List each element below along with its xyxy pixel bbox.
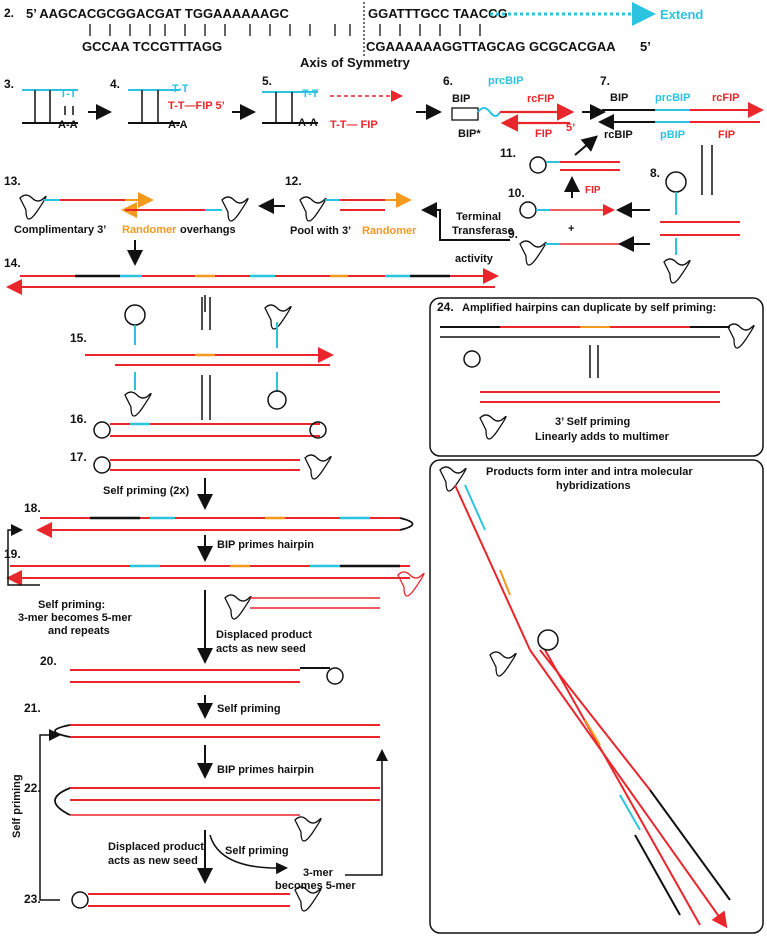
plus-label: + [568, 223, 574, 235]
step-number-7: 8. [650, 166, 660, 180]
step-number-16: 17. [70, 450, 87, 464]
top-strand-seq-b: GGATTTGCC TAACCG [368, 6, 508, 21]
step-number-19: 20. [40, 654, 57, 668]
step-13-multimer: 14. [4, 256, 499, 312]
pbip-label: pBIP [660, 129, 685, 141]
step-number-8: 9. [508, 227, 518, 241]
self-priming-label-21: Self priming [225, 845, 289, 857]
complimentary-label: Complimentary 3’ [14, 224, 106, 236]
fip-label: FIP [585, 185, 601, 196]
aa-label: A-A [168, 119, 188, 131]
self-priming-vertical-label: Self priming [11, 774, 23, 838]
pool-label: Pool with 3’ [290, 225, 351, 237]
fip-label: FIP [535, 128, 552, 140]
bottom-strand-seq-b: CGAAAAAAGGTTAGCAG GCGCACGAA [366, 39, 616, 54]
self-priming-label-19: Self priming [217, 703, 281, 715]
randomer-label: Randomer [362, 225, 417, 237]
terminal-label: Terminal [456, 211, 501, 223]
self-priming-colon-label: Self priming: [38, 599, 105, 611]
rcfip-label: rcFIP [712, 92, 740, 104]
box-23: 24. Amplified hairpins can duplicate by … [429, 297, 764, 457]
bip-label: BIP [452, 93, 470, 105]
axis-of-symmetry-label: Axis of Symmetry [300, 55, 411, 70]
bottom-strand-5prime: 5’ [640, 39, 651, 54]
three-mer-label: 3-mer [303, 867, 334, 879]
top-strand-seq-a: 5’ AAGCACGCGGACGAT TGGAAAAAAGC [26, 6, 290, 21]
step-number-3: 4. [110, 77, 120, 91]
steps-2-6: 3. T-T A-A 4. T-T T-T—FIP 5’ A-A 5. T-T … [4, 74, 764, 141]
step-number-5: 6. [443, 74, 453, 88]
fip-label: FIP [718, 129, 735, 141]
tt-label: T-T [172, 83, 189, 95]
rcfip-label: rcFIP [527, 93, 555, 105]
box23-label-a: 3’ Self priming [555, 416, 630, 428]
prcbip-label: prcBIP [655, 92, 690, 104]
step-number-14: 15. [70, 331, 87, 345]
step-number-10: 11. [500, 146, 516, 160]
step-number-4: 5. [262, 74, 272, 88]
box23-label-b: Linearly adds to multimer [535, 431, 670, 443]
extend-label: Extend [660, 7, 703, 22]
randomer-label-2: Randomer [122, 224, 177, 236]
displaced-product-label-21: Displaced product [108, 841, 204, 853]
tt-label: T-T [60, 88, 77, 100]
three-mer-five-mer-label: 3-mer becomes 5-mer [18, 612, 132, 624]
bip-label: BIP [610, 92, 628, 104]
steps-14-22: 15. 16. 17. Self priming (2x) 18. [4, 297, 425, 912]
box24-title-b: hybridizations [556, 480, 631, 492]
step-number-9: 10. [508, 186, 525, 200]
displaced-product-label: Displaced product [216, 629, 312, 641]
step-number-12: 13. [4, 174, 21, 188]
step-number-15: 16. [70, 412, 87, 426]
becomes-five-mer-label: becomes 5-mer [275, 880, 356, 892]
transferase-label: Transferase [452, 225, 514, 237]
step-number-18: 19. [4, 547, 21, 561]
bip-star-label: BIP* [458, 128, 481, 140]
overhangs-label: overhangs [180, 224, 236, 236]
acts-as-new-seed-label-21: acts as new seed [108, 855, 198, 867]
bottom-strand-seq-a: GCCAA TCCGTTTAGG [82, 39, 222, 54]
step-number-13: 14. [4, 256, 21, 270]
step-number-22: 23. [24, 892, 41, 906]
prcbip-label: prcBIP [488, 75, 523, 87]
step-number-11: 12. [285, 174, 302, 188]
and-repeats-label: and repeats [48, 625, 110, 637]
step-number-20: 21. [24, 701, 41, 715]
aa-label: A-A [58, 119, 78, 131]
box-24: Products form inter and intra molecular … [429, 459, 764, 934]
step-1-sequence: 2. 5’ AAGCACGCGGACGAT TGGAAAAAAGC GGATTT… [4, 2, 703, 70]
step-number-1: 2. [4, 6, 14, 20]
box24-title-a: Products form inter and intra molecular [486, 466, 693, 478]
tt-fip-label-2: T-T— FIP [330, 119, 378, 131]
step-number-21: 22. [24, 781, 41, 795]
tt-fip-label: T-T—FIP 5’ [168, 100, 225, 112]
steps-7-12: 8. 10. FIP 11. 9. + Terminal Transferase… [4, 135, 740, 284]
box23-title: Amplified hairpins can duplicate by self… [462, 302, 716, 314]
tt-label: T-T [302, 88, 319, 100]
self-priming-2x-label: Self priming (2x) [103, 485, 190, 497]
bip-primes-label: BIP primes hairpin [217, 539, 314, 551]
base-pair-ticks [89, 24, 481, 36]
step-number-2: 3. [4, 77, 14, 91]
step-number-6: 7. [600, 74, 610, 88]
five-prime-label: 5’ [566, 122, 575, 134]
rcbip-label: rcBIP [604, 129, 633, 141]
step-number-23: 24. [437, 300, 454, 314]
step-number-17: 18. [24, 501, 41, 515]
bip-primes-label-20: BIP primes hairpin [217, 764, 314, 776]
activity-label: activity [455, 253, 494, 265]
aa-label: A-A [298, 117, 318, 129]
acts-as-new-seed-label: acts as new seed [216, 643, 306, 655]
